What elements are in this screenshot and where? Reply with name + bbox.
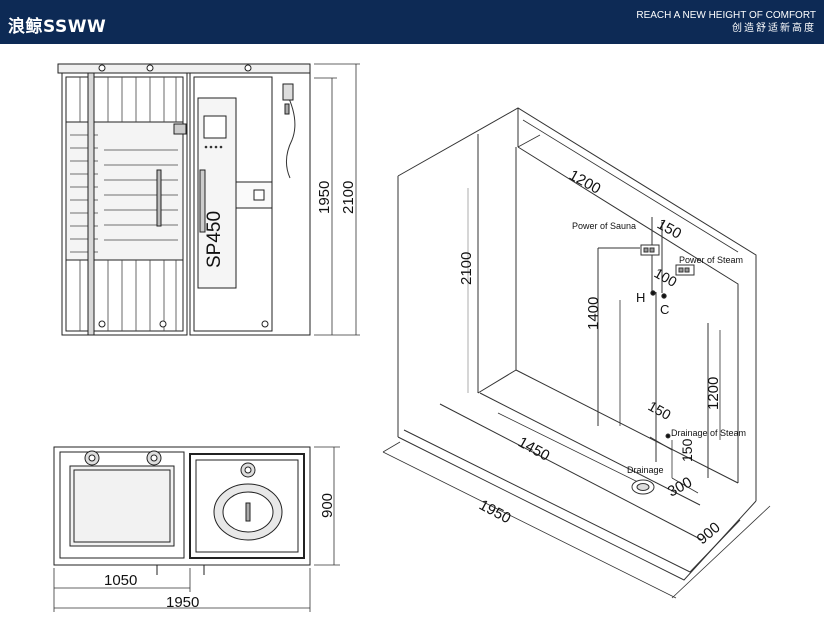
cold-water-inlet (661, 293, 667, 299)
dim-top-900: 900 (319, 493, 336, 518)
label-power-of-steam: Power of Steam (679, 255, 743, 265)
wall-outline (397, 107, 757, 501)
header-banner: 浪鲸SSWW REACH A NEW HEIGHT OF COMFORT 创造舒… (0, 0, 824, 44)
installation-view (382, 107, 771, 599)
dim-iso-1400: 1400 (585, 297, 602, 330)
tagline-chinese: 创造舒适新高度 (732, 23, 816, 34)
label-cold-inlet: C (660, 302, 669, 317)
dim-front-2100: 2100 (340, 181, 357, 214)
label-hot-inlet: H (636, 290, 645, 305)
control-buttons (204, 145, 223, 149)
steam-seat (235, 181, 273, 209)
label-drainage-of-steam: Drainage of Steam (671, 428, 746, 438)
steam-door-handle (199, 169, 206, 233)
dim-iso-900: 900 (694, 519, 724, 548)
dim-iso-1200-top: 1200 (566, 167, 603, 198)
dim-iso-2100: 2100 (458, 252, 475, 285)
front-view (57, 63, 360, 336)
dim-iso-1950: 1950 (476, 497, 513, 528)
sauna-top (59, 451, 185, 559)
dim-iso-150-side: 150 (679, 438, 695, 462)
top-view (53, 446, 340, 612)
sauna-bench-top (69, 465, 175, 547)
front-top-frame (57, 63, 311, 74)
brand-logo: 浪鲸SSWW (8, 17, 107, 37)
label-drainage: Drainage (627, 465, 664, 475)
steam-shower-front (189, 72, 311, 336)
steam-drain-point (665, 433, 671, 439)
sauna-bench-area (65, 121, 184, 261)
steam-top (189, 453, 305, 559)
sauna-control-panel (173, 123, 187, 135)
dim-top-1050: 1050 (104, 572, 137, 589)
tagline-english: REACH A NEW HEIGHT OF COMFORT (636, 10, 816, 21)
brand-tagline: REACH A NEW HEIGHT OF COMFORT 创造舒适新高度 (636, 9, 816, 35)
shower-hose (285, 91, 296, 179)
sauna-door-frame (87, 72, 95, 336)
top-view-outline (53, 446, 311, 566)
dim-top-1950: 1950 (166, 594, 199, 611)
model-label: SP450 (204, 211, 225, 268)
sauna-handle (156, 169, 162, 227)
label-power-of-sauna: Power of Sauna (572, 221, 636, 231)
dim-iso-1200-side: 1200 (705, 377, 722, 410)
dim-iso-300: 300 (665, 474, 695, 501)
dim-iso-150-drain: 150 (646, 398, 674, 423)
shower-mixer (253, 189, 265, 201)
control-screen (203, 115, 227, 139)
sauna-cabin-front (61, 72, 188, 336)
dim-iso-150-top: 150 (654, 216, 684, 243)
hot-water-inlet (650, 290, 656, 296)
shower-head-icon (282, 83, 294, 101)
dim-front-1950: 1950 (316, 181, 333, 214)
